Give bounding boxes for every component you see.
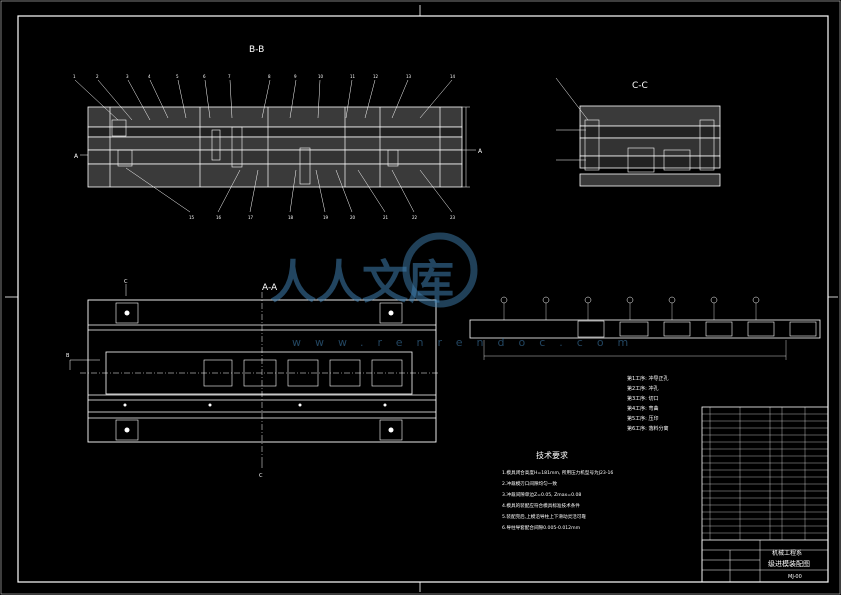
- process-note: 第4工序: 弯曲: [627, 405, 658, 412]
- svg-text:20: 20: [350, 215, 356, 220]
- school-name: 机械工程系: [772, 549, 802, 557]
- marker-c-bottom: C: [259, 473, 263, 479]
- svg-text:12: 12: [373, 74, 379, 79]
- tech-requirement-item: 3.冲裁间隙单边Z=0.05, Zmax=0.08: [502, 491, 581, 498]
- marker-b-left: B: [66, 353, 70, 359]
- watermark-url: www.renrendoc.com: [292, 336, 642, 349]
- svg-text:2: 2: [96, 74, 99, 79]
- svg-text:21: 21: [383, 215, 389, 220]
- svg-text:14: 14: [450, 74, 456, 79]
- tech-requirements-title: 技术要求: [536, 450, 568, 460]
- svg-text:16: 16: [216, 215, 222, 220]
- svg-text:8: 8: [268, 74, 271, 79]
- watermark: 人人文库 www.renrendoc.com: [270, 232, 642, 349]
- marker-a-right: A: [478, 148, 483, 155]
- svg-text:19: 19: [323, 215, 329, 220]
- section-aa-label: A-A: [262, 283, 278, 293]
- drawing-border: [17, 15, 829, 583]
- tech-requirement-item: 5.装配完后,上模沿导柱上下滑动灵活可靠: [502, 513, 586, 520]
- drawing-code: MJ-00: [788, 574, 802, 580]
- marker-a-left: A: [74, 153, 79, 160]
- process-notes: 第1工序: 冲导正孔 第2工序: 冲孔 第3工序: 切口 第4工序: 弯曲 第5…: [627, 375, 668, 432]
- svg-text:9: 9: [294, 74, 297, 79]
- tech-requirement-item: 1.模具闭合高度H=181mm, 所用压力机型号为J23-16: [502, 469, 613, 476]
- svg-text:7: 7: [228, 74, 231, 79]
- drawing-name: 级进模装配图: [768, 559, 810, 568]
- section-cc-view: C-C: [555, 77, 721, 187]
- svg-text:22: 22: [412, 215, 418, 220]
- strip-layout: [469, 296, 821, 360]
- process-note: 第5工序: 压印: [627, 415, 658, 422]
- svg-text:6: 6: [203, 74, 206, 79]
- process-note: 第2工序: 冲孔: [627, 385, 658, 392]
- svg-text:17: 17: [248, 215, 254, 220]
- watermark-brand: 人人文库: [270, 255, 454, 309]
- tech-requirement-item: 2.冲裁模刃口间隙均匀一致: [502, 480, 557, 487]
- svg-text:23: 23: [450, 215, 456, 220]
- svg-text:13: 13: [406, 74, 412, 79]
- marker-c-top: C: [124, 279, 128, 285]
- svg-text:11: 11: [350, 74, 356, 79]
- svg-text:5: 5: [176, 74, 179, 79]
- svg-text:1: 1: [73, 74, 76, 79]
- svg-text:15: 15: [189, 215, 195, 220]
- plan-view-aa: A-A C C B: [66, 279, 440, 479]
- section-cc-label: C-C: [632, 81, 648, 91]
- section-bb-label: B-B: [249, 45, 264, 55]
- tech-requirements: 技术要求 1.模具闭合高度H=181mm, 所用压力机型号为J23-16 2.冲…: [502, 450, 613, 531]
- tech-requirement-item: 6.导柱导套配合间隙0.005-0.012mm: [502, 524, 581, 531]
- process-note: 第6工序: 落料分离: [627, 425, 668, 432]
- svg-text:18: 18: [288, 215, 294, 220]
- parts-list-and-title-block: 机械工程系 级进模装配图 MJ-00: [701, 406, 829, 583]
- svg-text:3: 3: [126, 74, 129, 79]
- centering-marks: [5, 5, 838, 592]
- process-note: 第3工序: 切口: [627, 395, 658, 402]
- svg-text:10: 10: [318, 74, 324, 79]
- svg-text:4: 4: [148, 74, 151, 79]
- process-note: 第1工序: 冲导正孔: [627, 375, 668, 382]
- tech-requirement-item: 4.模具的装配应符合模具标准技术条件: [502, 502, 580, 509]
- watermark-logo-ring: [402, 232, 478, 308]
